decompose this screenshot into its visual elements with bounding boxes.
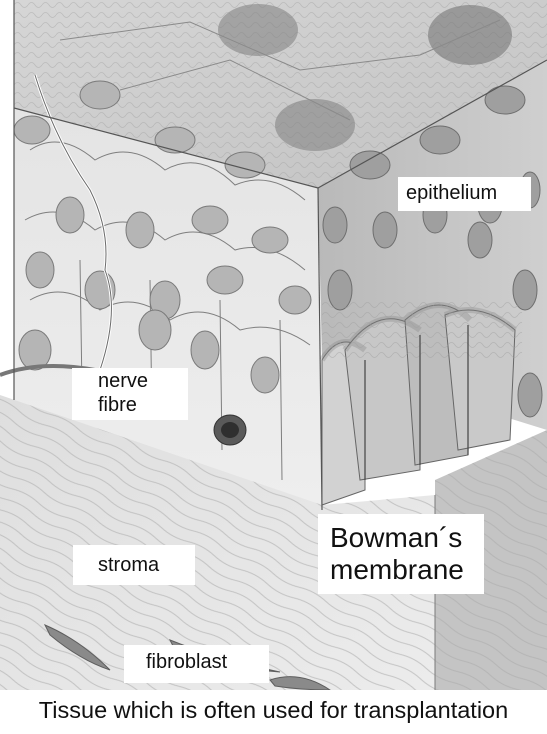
nerve-fibre-label-line2: fibre [98,393,188,417]
fibroblast-label-text: fibroblast [146,651,227,673]
stroma-label-text: stroma [98,554,159,576]
nerve-fibre-label: nerve fibre [72,368,188,420]
lymphocyte-cell [214,415,246,445]
nerve-fibre-label-line1: nerve [98,369,188,393]
bowman-membrane-label-line1: Bowman´s [330,522,484,554]
figure-caption: Tissue which is often used for transplan… [0,690,547,734]
fibroblast-label: fibroblast [124,645,269,683]
epithelium-label-text: epithelium [406,182,497,204]
stroma-label: stroma [73,545,195,585]
bowman-membrane-label-line2: membrane [330,554,484,586]
epithelium-label: epithelium [398,177,531,211]
bowman-membrane-label: Bowman´s membrane [318,514,484,594]
